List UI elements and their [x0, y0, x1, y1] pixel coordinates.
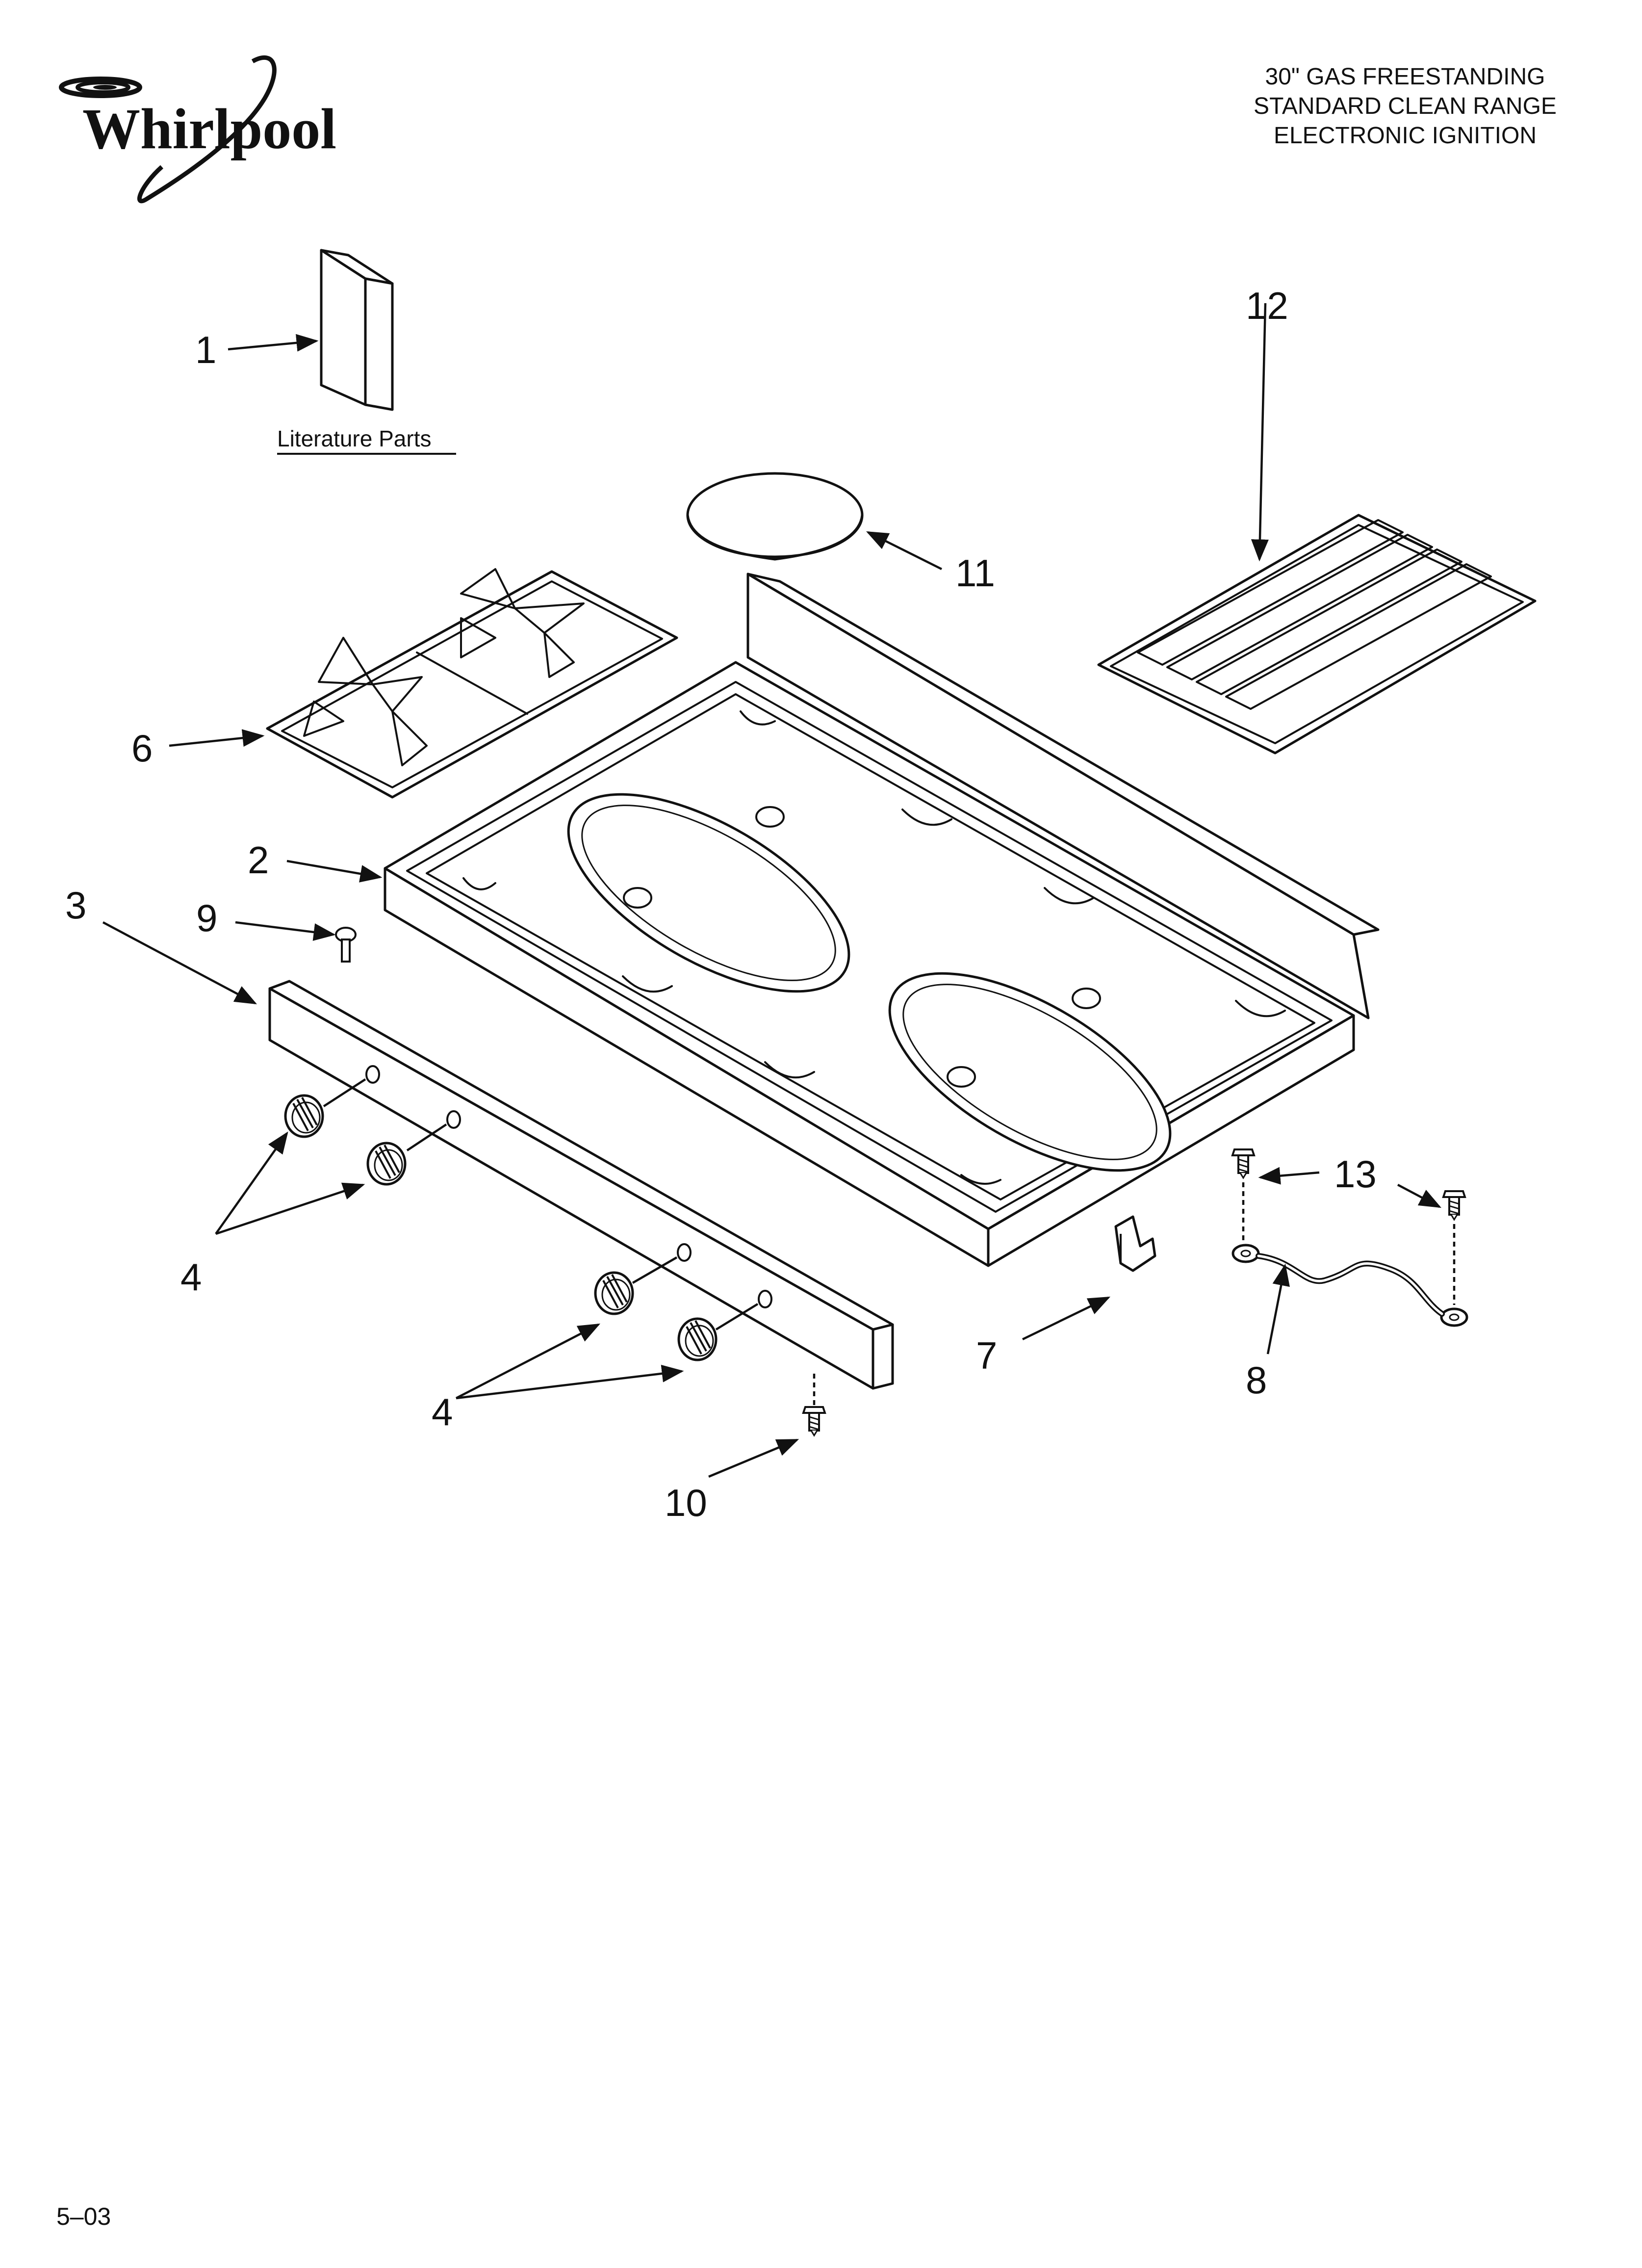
callout-13: 13	[1334, 1152, 1377, 1196]
callout-7: 7	[976, 1334, 997, 1377]
spring-clip-icon	[1114, 1215, 1156, 1272]
screw-icon	[335, 927, 357, 963]
callout-1: 1	[195, 328, 216, 371]
burner-cap-icon	[686, 472, 864, 561]
control-knob-icon	[285, 1078, 759, 1360]
callout-4b: 4	[432, 1390, 453, 1434]
whirlpool-swirl-logo	[59, 55, 277, 204]
callout-8: 8	[1246, 1358, 1267, 1402]
callout-12: 12	[1246, 284, 1288, 327]
burner-grate-icon	[266, 568, 678, 799]
callout-6: 6	[131, 727, 153, 770]
center-grate-icon	[1097, 514, 1537, 755]
control-panel-strip-icon	[268, 980, 894, 1390]
header-line-2: STANDARD CLEAN RANGE	[1254, 93, 1557, 119]
screw-icon	[802, 1374, 826, 1436]
callout-4a: 4	[180, 1255, 202, 1299]
footer-code: 5–03	[56, 2203, 111, 2230]
literature-parts-label: Literature Parts	[277, 426, 431, 451]
callout-2: 2	[248, 838, 269, 882]
callout-3: 3	[65, 884, 86, 927]
header-line-3: ELECTRONIC IGNITION	[1274, 123, 1537, 149]
leader-lines	[102, 303, 1441, 1478]
callout-10: 10	[665, 1481, 707, 1524]
cooktop-panel-icon	[384, 573, 1380, 1267]
burner-recess-icon	[567, 793, 1172, 1172]
whirlpool-logo: Whirlpool	[59, 55, 336, 204]
callout-11: 11	[955, 551, 995, 595]
screw-icon	[1232, 1148, 1466, 1305]
ground-wire-icon	[1232, 1244, 1468, 1327]
brand-wordmark: Whirlpool	[82, 97, 336, 161]
literature-booklet-icon	[320, 249, 394, 411]
header-line-1: 30" GAS FREESTANDING	[1265, 64, 1545, 90]
callout-9: 9	[196, 896, 217, 939]
